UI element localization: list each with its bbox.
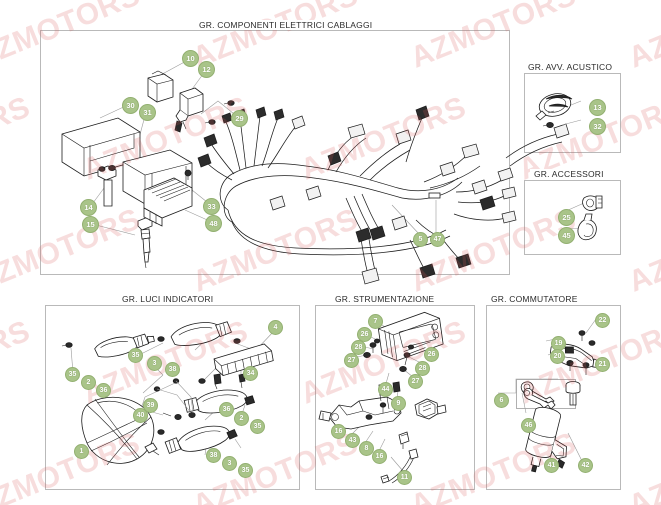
callout-badge[interactable]: 48 [205,215,222,232]
callout-badge[interactable]: 27 [408,374,423,389]
callout-badge[interactable]: 38 [165,362,180,377]
callout-badge[interactable]: 16 [331,424,346,439]
callout-badge[interactable]: 44 [378,382,393,397]
callout-badge[interactable]: 40 [133,408,148,423]
panel-title-commutatore: GR. COMMUTATORE [487,294,582,304]
callout-badge[interactable]: 13 [589,99,606,116]
panel-title-luci-indicatori: GR. LUCI INDICATORI [118,294,218,304]
callout-badge[interactable]: 43 [345,433,360,448]
callout-badge[interactable]: 25 [558,209,575,226]
callout-badge[interactable]: 7 [368,314,383,329]
callout-badge[interactable]: 3 [222,456,237,471]
callout-badge[interactable]: 33 [203,198,220,215]
callout-badge[interactable]: 10 [182,50,199,67]
callout-badge[interactable]: 12 [198,61,215,78]
callout-badge[interactable]: 6 [494,393,509,408]
callout-badge[interactable]: 28 [415,361,430,376]
callout-badge[interactable]: 5 [413,232,428,247]
callout-badge[interactable]: 9 [391,396,406,411]
watermark-text: AZMOTORS [624,202,661,299]
callout-badge[interactable]: 36 [219,402,234,417]
callout-badge[interactable]: 2 [81,375,96,390]
callout-badge[interactable]: 26 [424,347,439,362]
callout-badge[interactable]: 38 [206,448,221,463]
callout-badge[interactable]: 46 [521,418,536,433]
callout-badge[interactable]: 15 [82,216,99,233]
callout-badge[interactable]: 11 [397,470,412,485]
callout-badge[interactable]: 31 [139,104,156,121]
callout-badge[interactable]: 4 [268,320,283,335]
callout-badge[interactable]: 34 [243,366,258,381]
panel-accessori [524,180,621,255]
panel-title-componenti-elettrici: GR. COMPONENTI ELETTRICI CABLAGGI [195,20,377,30]
watermark-text: AZMOTORS [624,426,661,505]
key-inset-box [516,379,576,409]
callout-badge[interactable]: 47 [430,232,445,247]
callout-badge[interactable]: 1 [74,444,89,459]
callout-badge[interactable]: 27 [344,353,359,368]
watermark-text: AZMOTORS [0,90,35,187]
panel-commutatore [486,305,621,490]
panel-title-avv-acustico: GR. AVV. ACUSTICO [524,62,617,72]
panel-avv-acustico [524,73,621,153]
callout-badge[interactable]: 22 [595,313,610,328]
callout-badge[interactable]: 35 [238,463,253,478]
callout-badge[interactable]: 3 [147,356,162,371]
callout-badge[interactable]: 14 [80,199,97,216]
watermark-text: AZMOTORS [624,0,661,75]
callout-badge[interactable]: 21 [595,357,610,372]
watermark-text: AZMOTORS [0,314,35,411]
callout-badge[interactable]: 41 [544,458,559,473]
panel-luci-indicatori [45,305,300,490]
callout-badge[interactable]: 29 [231,110,248,127]
callout-badge[interactable]: 35 [128,348,143,363]
callout-badge[interactable]: 36 [96,383,111,398]
callout-badge[interactable]: 35 [65,367,80,382]
callout-badge[interactable]: 30 [122,97,139,114]
callout-badge[interactable]: 32 [589,118,606,135]
callout-badge[interactable]: 35 [250,419,265,434]
callout-badge[interactable]: 20 [550,349,565,364]
callout-badge[interactable]: 45 [558,227,575,244]
panel-title-strumentazione: GR. STRUMENTAZIONE [331,294,439,304]
callout-badge[interactable]: 42 [578,458,593,473]
callout-badge[interactable]: 2 [234,411,249,426]
callout-badge[interactable]: 16 [372,449,387,464]
panel-strumentazione [315,305,475,490]
panel-title-accessori: GR. ACCESSORI [530,169,608,179]
